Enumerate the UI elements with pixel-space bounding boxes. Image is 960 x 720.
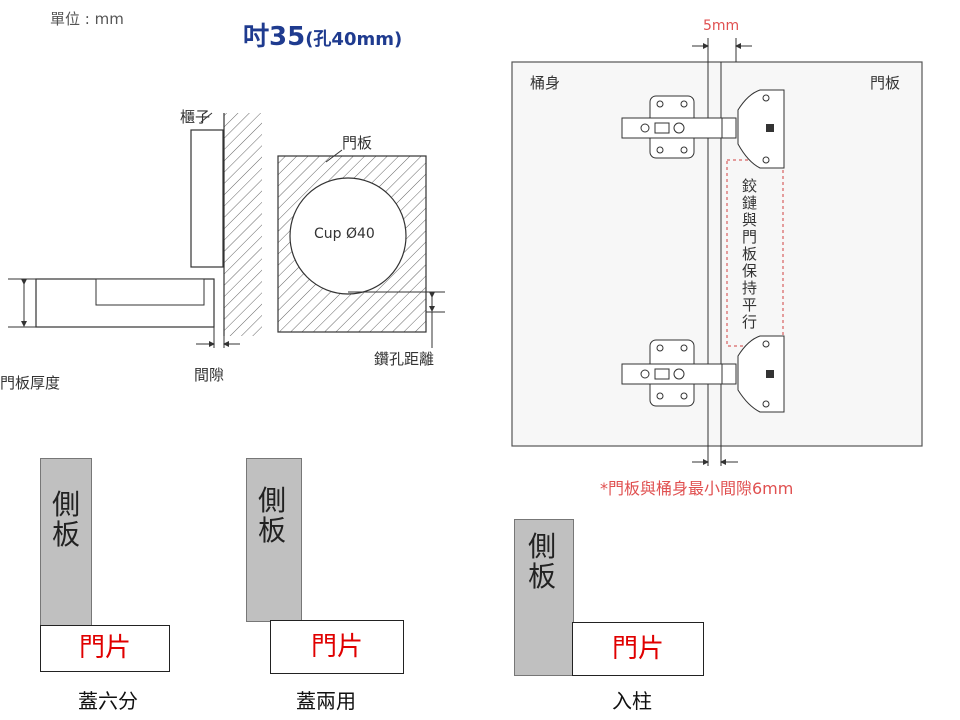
- side-panel-inset: [514, 519, 574, 676]
- side-panel-label: 側板: [527, 530, 556, 593]
- min-gap-note: *門板與桶身最小間隙6mm: [600, 479, 794, 498]
- hinge-assembly-view: [511, 38, 923, 466]
- cabinet-profile: [190, 112, 262, 336]
- door-full-overlay: 門片: [40, 625, 170, 672]
- door-label-left: 門板: [342, 134, 373, 152]
- side-panel-label: 側板: [51, 488, 80, 551]
- bottom-hinge-drawing: [621, 335, 785, 413]
- top-hinge-drawing: [621, 89, 785, 169]
- cabinet-body-label: 桶身: [530, 74, 561, 92]
- caption-full-overlay: 蓋六分: [78, 689, 138, 713]
- title-sub: (孔40mm): [305, 29, 403, 50]
- door-half-overlay: 門片: [270, 620, 404, 674]
- caption-half-overlay: 蓋兩用: [296, 689, 356, 713]
- drill-distance-label: 鑽孔距離: [374, 350, 435, 368]
- door-inset: 門片: [572, 622, 704, 676]
- door-cup-view: [277, 149, 445, 348]
- side-panel-full-overlay: [40, 458, 92, 627]
- door-side-profile: [8, 278, 240, 348]
- gap-5mm-label: 5mm: [703, 18, 740, 34]
- cabinet-label: 櫃子: [180, 108, 211, 126]
- title-main: 吋35: [243, 22, 306, 52]
- side-panel-label: 側板: [257, 484, 286, 547]
- page-title: 吋35(孔40mm): [243, 16, 402, 53]
- unit-label: 單位 : mm: [50, 10, 124, 28]
- hinge-parallel-note: 鉸鏈與門板保持平行: [742, 177, 758, 331]
- cup-label: Cup Ø40: [314, 226, 375, 242]
- thickness-label: 門板厚度: [0, 374, 61, 392]
- caption-inset: 入柱: [612, 689, 652, 713]
- gap-label: 間隙: [194, 366, 225, 384]
- door-label-right: 門板: [870, 74, 901, 92]
